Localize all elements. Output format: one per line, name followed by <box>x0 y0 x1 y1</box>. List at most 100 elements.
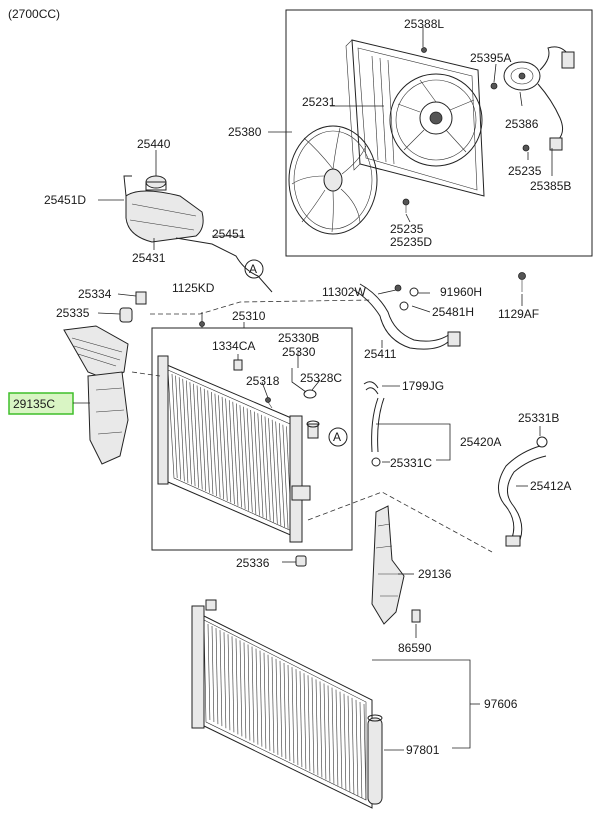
label-25380: 25380 <box>228 125 262 139</box>
radiator-group-box <box>151 327 353 551</box>
fin-line <box>175 375 182 480</box>
fin-line <box>251 646 255 743</box>
fin-line <box>315 679 319 776</box>
clip-1799JG <box>363 381 379 395</box>
fin-line <box>271 419 278 524</box>
mount-insulator-25336 <box>295 555 307 567</box>
fin-line <box>221 396 228 501</box>
fin-line <box>351 697 355 794</box>
fin-line <box>278 423 285 528</box>
receiver-drier <box>367 714 383 805</box>
fin-line <box>243 406 250 511</box>
fin-line <box>239 640 243 737</box>
fin-line <box>236 403 242 508</box>
mount-bracket-25334 <box>135 291 147 305</box>
fin-line <box>207 390 214 495</box>
label-25334: 25334 <box>78 287 112 301</box>
fin-line <box>275 658 279 755</box>
label-25451: 25451 <box>212 227 246 241</box>
fin-line <box>250 409 257 515</box>
fin-line <box>267 654 271 751</box>
label-25331B: 25331B <box>518 411 559 425</box>
drain-plug-25318 <box>265 397 273 409</box>
hose-clamps-upper <box>394 284 419 311</box>
fin-line <box>219 630 223 727</box>
label-91960H: 91960H <box>440 285 482 299</box>
radiator <box>157 355 311 543</box>
fin-line <box>228 400 235 505</box>
fin-line <box>299 671 303 768</box>
label-25395A: 25395A <box>470 51 511 65</box>
fin-line <box>347 695 351 792</box>
callout-a-reservoir: A <box>244 259 264 279</box>
air-guard-right <box>371 505 405 625</box>
label-25431: 25431 <box>132 251 166 265</box>
radiator-cap-25330 <box>306 420 320 439</box>
label-97606: 97606 <box>484 697 518 711</box>
fin-line <box>283 662 287 759</box>
fin-line <box>225 398 232 503</box>
fan-blade <box>288 125 378 235</box>
dashed-leader-lower <box>307 491 493 553</box>
fin-line <box>171 373 178 479</box>
seal-25328C <box>303 389 317 399</box>
fin-line <box>215 628 219 725</box>
label-25231: 25231 <box>302 95 336 109</box>
fin-line <box>259 650 263 747</box>
label-25440: 25440 <box>137 137 171 151</box>
label-25386: 25386 <box>505 117 539 131</box>
fin-line <box>182 378 189 483</box>
label-25385B: 25385B <box>530 179 571 193</box>
fin-line <box>253 411 260 516</box>
fin-line <box>231 636 235 733</box>
label-1125KD: 1125KD <box>172 281 215 295</box>
fan-wire-harness <box>537 46 575 151</box>
label-29135C: 29135C <box>13 397 55 411</box>
fin-line <box>268 418 275 523</box>
fin-line <box>203 388 210 493</box>
fin-line <box>323 683 327 780</box>
label-25318: 25318 <box>246 374 280 388</box>
label-25310: 25310 <box>232 309 266 323</box>
fin-line <box>218 395 224 500</box>
label-25330B: 25330B <box>278 331 319 345</box>
fin-line <box>232 401 239 506</box>
fin-line <box>331 687 335 784</box>
label-25412A: 25412A <box>530 479 571 493</box>
air-guard-left <box>63 325 129 465</box>
dashed-leader-upper <box>150 299 373 315</box>
fan-motor <box>503 61 541 91</box>
label-25335: 25335 <box>56 306 90 320</box>
label-25330: 25330 <box>282 345 316 359</box>
label-11302W: 11302W <box>322 285 366 299</box>
reservoir-cap <box>145 175 167 191</box>
svg-text:A: A <box>249 262 257 276</box>
fin-line <box>307 675 311 772</box>
fin-line <box>257 413 264 518</box>
bypass-hose-25420A <box>371 397 385 453</box>
fin-line <box>355 699 359 796</box>
fin-line <box>239 405 246 510</box>
fin-line <box>359 701 363 798</box>
fin-line <box>264 416 271 521</box>
fin-line <box>255 648 259 745</box>
engine-variant-label: (2700CC) <box>8 7 60 21</box>
label-25420A: 25420A <box>460 435 501 449</box>
label-25451D: 25451D <box>44 193 86 207</box>
fin-line <box>200 387 207 492</box>
fin-line <box>303 673 307 770</box>
label-25328C: 25328C <box>300 371 342 385</box>
fin-line <box>243 642 247 739</box>
fin-line <box>186 380 192 485</box>
fin-line <box>261 414 267 519</box>
fin-line <box>214 393 221 498</box>
label-25388L: 25388L <box>404 17 444 31</box>
label-1129AF: 1129AF <box>498 307 539 321</box>
bolt-1125KD <box>199 321 205 327</box>
label-1334CA: 1334CA <box>212 339 255 353</box>
fin-line <box>279 660 283 757</box>
fin-line <box>247 644 251 741</box>
fin-line <box>178 377 185 482</box>
label-29136: 29136 <box>418 567 452 581</box>
